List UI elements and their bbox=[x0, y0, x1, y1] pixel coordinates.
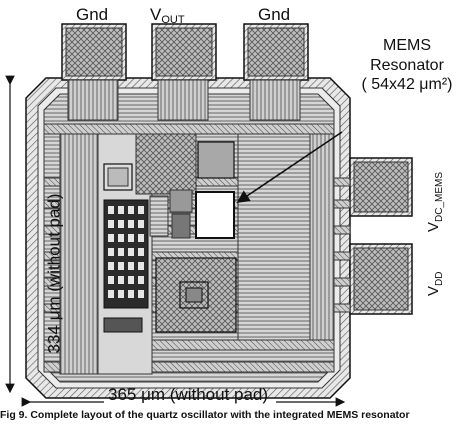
label-vdd-sub: DD bbox=[434, 271, 445, 286]
label-mems-resonator: MEMS Resonator ( 54x42 μm²) bbox=[352, 36, 462, 95]
label-gnd-left: Gnd bbox=[76, 5, 109, 24]
label-vout-sub: OUT bbox=[161, 14, 185, 26]
figure-caption: Fig 9. Complete layout of the quartz osc… bbox=[0, 410, 410, 421]
label-height-dimension: 334 μm (without pad) bbox=[44, 193, 64, 354]
right-routing bbox=[237, 133, 335, 341]
large-capacitor-block bbox=[155, 257, 237, 333]
right-pads bbox=[349, 157, 413, 315]
top-pads bbox=[61, 23, 309, 121]
mems-pointer-arrow bbox=[236, 131, 343, 203]
label-vdd: VDD bbox=[425, 271, 445, 296]
label-gnd-right: Gnd bbox=[258, 5, 291, 24]
label-vdc-main: V bbox=[425, 221, 442, 232]
label-vout-main: V bbox=[150, 5, 162, 24]
dimension-arrows bbox=[5, 75, 346, 407]
label-mems-line1: MEMS bbox=[383, 37, 431, 54]
label-mems-line2: Resonator bbox=[370, 56, 444, 74]
mems-resonator bbox=[195, 191, 235, 239]
label-vdc-mems: VDC_MEMS bbox=[425, 171, 445, 232]
upper-circuit-block bbox=[103, 133, 309, 239]
label-vdd-main: V bbox=[425, 285, 442, 296]
label-mems-line3: ( 54x42 μm²) bbox=[361, 76, 453, 94]
transistor-array bbox=[103, 199, 149, 333]
label-width-dimension: 365 μm (without pad) bbox=[108, 385, 269, 404]
label-vout: VOUT bbox=[150, 6, 185, 26]
label-vdc-sub: DC_MEMS bbox=[434, 171, 445, 222]
